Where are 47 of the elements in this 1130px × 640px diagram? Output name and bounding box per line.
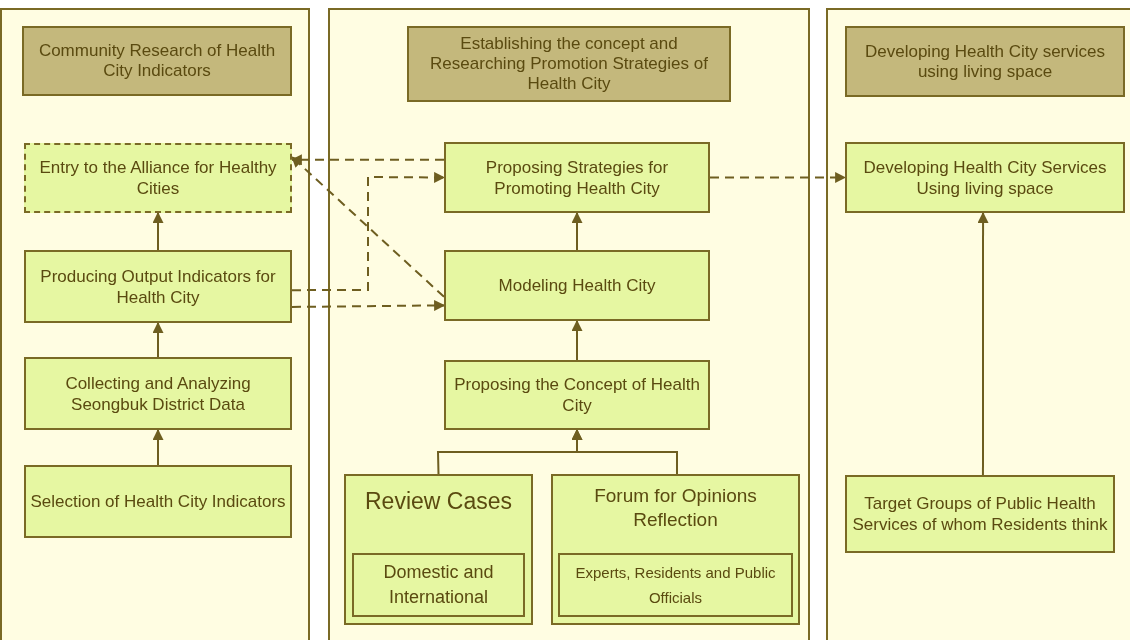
dashed-arrow: [709, 172, 847, 183]
dashed-arrow: [290, 154, 445, 166]
process-box: [24, 250, 292, 323]
dashed-arrow: [291, 156, 445, 298]
node-text: Community Research of Health City Indicators: [37, 41, 277, 81]
node-text: Domestic and International: [382, 561, 495, 609]
process-box: [444, 142, 710, 213]
process-box: [24, 357, 292, 430]
arrow: [571, 319, 583, 361]
node-text: Experts, Residents and Public Officials: [574, 563, 777, 608]
header-box: [845, 26, 1125, 97]
process-box: [845, 475, 1115, 553]
node-text: Modeling Health City: [498, 275, 656, 296]
arrow: [571, 428, 678, 475]
arrow: [977, 211, 989, 476]
arrow: [571, 211, 583, 251]
node-text: Collecting and Analyzing Seongbuk District Data: [64, 372, 252, 415]
node-text: Developing Health City services using living space: [864, 41, 1106, 82]
column-panel: [0, 8, 310, 640]
process-box: [444, 360, 710, 430]
sub-box: [558, 553, 793, 617]
node-text: Establishing the concept and Researching Promotion Strategies of Health City: [429, 34, 709, 94]
node-text: Review Cases: [364, 488, 513, 514]
arrow: [152, 211, 164, 251]
arrow: [152, 428, 164, 466]
column-panel: [826, 8, 1130, 640]
node-text: Proposing the Concept of Health City: [453, 374, 701, 416]
node-text: Producing Output Indicators for Health City: [39, 265, 277, 308]
column-panel: [328, 8, 810, 640]
dashed-arrow: [291, 171, 446, 292]
process-box: [845, 142, 1125, 213]
group-box: [551, 474, 800, 625]
node-text: Proposing Strategies for Promoting Health City: [484, 156, 670, 199]
dashed-arrow: [291, 300, 446, 311]
arrow: [152, 321, 164, 358]
process-box: [24, 465, 292, 538]
process-box: [444, 250, 710, 321]
node-text: Target Groups of Public Health Services of whom Residents think: [851, 493, 1109, 535]
header-box: [22, 26, 292, 96]
node-text: Selection of Health City Indicators: [30, 491, 286, 512]
sub-box: [352, 553, 525, 617]
node-text: Entry to the Alliance for Healthy Cities: [38, 157, 278, 199]
header-box: [407, 26, 731, 102]
node-text: Developing Health City Services Using living space: [862, 156, 1108, 199]
node-text: Forum for Opinions Reflection: [593, 484, 758, 532]
group-box: [344, 474, 533, 625]
process-box: [24, 143, 292, 213]
